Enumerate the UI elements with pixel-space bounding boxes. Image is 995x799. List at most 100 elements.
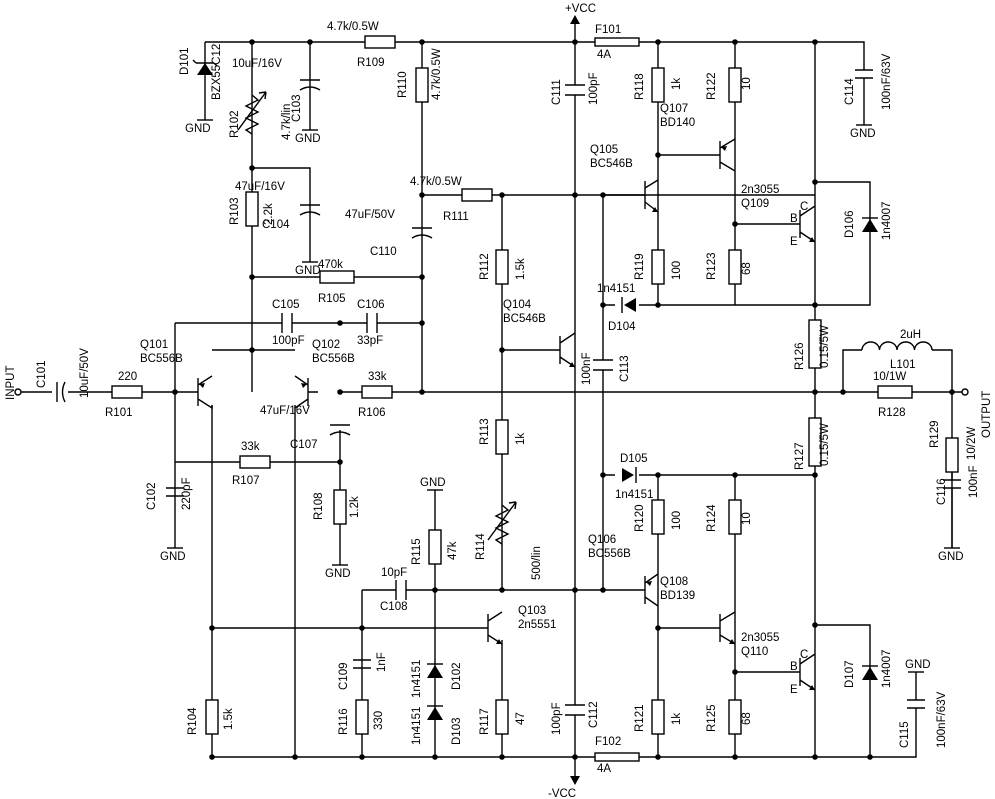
- pot-r114: [494, 504, 510, 545]
- svg-text:C112: C112: [588, 701, 600, 728]
- svg-text:68: 68: [741, 712, 753, 725]
- capacitor-c105: [281, 313, 293, 333]
- junction-dot: [600, 587, 606, 593]
- svg-text:C: C: [800, 649, 808, 661]
- svg-text:E: E: [790, 236, 798, 248]
- svg-text:R116: R116: [338, 708, 350, 735]
- resistor-r124: [728, 499, 742, 535]
- resistor-r116: [355, 699, 369, 735]
- capacitor-c110: [411, 227, 433, 239]
- resistor-r122: [728, 67, 742, 103]
- svg-text:B: B: [790, 661, 798, 673]
- wires: [18, 24, 965, 776]
- capacitor-c112: [565, 704, 585, 716]
- svg-text:100pF: 100pF: [551, 702, 563, 735]
- junction-dot: [655, 472, 661, 478]
- svg-text:100nF: 100nF: [968, 465, 980, 498]
- svg-text:1nF: 1nF: [376, 652, 388, 672]
- svg-text:100nF/63V: 100nF/63V: [881, 53, 893, 110]
- resistor-r105: [319, 270, 355, 284]
- svg-text:1n4151: 1n4151: [411, 707, 423, 745]
- resistor-r108: [333, 489, 347, 525]
- junction-dot: [307, 39, 313, 45]
- junction-dot: [499, 347, 505, 353]
- potentiometers: [237, 91, 517, 545]
- svg-text:C114: C114: [844, 78, 856, 105]
- svg-text:100nF/63V: 100nF/63V: [936, 691, 948, 748]
- svg-text:4A: 4A: [597, 49, 611, 61]
- diode-d106: [862, 219, 878, 232]
- resistor-r129: [945, 437, 959, 473]
- svg-text:R109: R109: [357, 57, 385, 69]
- resistor-r112: [495, 249, 509, 285]
- junction-dot: [949, 389, 955, 395]
- svg-text:R121: R121: [634, 705, 646, 733]
- svg-text:1k: 1k: [671, 78, 683, 90]
- svg-text:BD139: BD139: [660, 590, 695, 602]
- junction-dot: [572, 39, 578, 45]
- fuse-f102: [594, 752, 640, 762]
- junction-dot: [337, 389, 343, 395]
- svg-text:B: B: [790, 213, 798, 225]
- svg-text:470k: 470k: [318, 259, 343, 271]
- capacitor-c111: [565, 84, 585, 96]
- svg-text:220pF: 220pF: [181, 477, 193, 510]
- capacitor-c102: [166, 487, 184, 497]
- junction-dot: [209, 754, 215, 760]
- svg-text:220: 220: [118, 371, 137, 383]
- junction-dot: [655, 625, 661, 631]
- capacitor-c104: [299, 204, 321, 216]
- capacitor-c114: [855, 69, 873, 79]
- junction-dot: [812, 622, 818, 628]
- svg-text:C: C: [800, 201, 808, 213]
- svg-text:R124: R124: [706, 504, 718, 532]
- polarized-capacitors: [52, 79, 433, 436]
- svg-text:Q103: Q103: [518, 605, 546, 617]
- resistor-r117: [495, 699, 509, 735]
- fuse-f101: [594, 37, 640, 47]
- gnd-label: GND: [295, 265, 321, 277]
- svg-text:L101: L101: [890, 359, 916, 371]
- svg-text:1n4007: 1n4007: [881, 202, 893, 240]
- junction-dot: [499, 192, 505, 198]
- svg-text:C105: C105: [272, 299, 300, 311]
- junction-dot: [600, 302, 606, 308]
- junction-dot: [209, 625, 215, 631]
- capacitor-c103: [299, 79, 321, 91]
- resistor-r111: [461, 188, 493, 202]
- svg-text:R126: R126: [794, 343, 806, 371]
- junction-dot: [572, 587, 578, 593]
- resistor-r103: [245, 191, 259, 227]
- resistor-r101: [111, 385, 143, 399]
- resistor-r121: [651, 699, 665, 735]
- junction-dot: [812, 179, 818, 185]
- capacitors: [166, 41, 961, 758]
- junction-dot: [249, 347, 255, 353]
- svg-text:100: 100: [671, 511, 683, 530]
- vee-label: -VCC: [548, 788, 576, 799]
- junction-dot: [337, 459, 343, 465]
- svg-text:1.5k: 1.5k: [515, 258, 527, 280]
- svg-text:R128: R128: [878, 407, 906, 419]
- svg-text:R106: R106: [358, 407, 386, 419]
- svg-text:R113: R113: [479, 418, 491, 445]
- svg-text:D102: D102: [451, 663, 463, 691]
- svg-text:100pF: 100pF: [272, 335, 305, 347]
- capacitor-c109: [353, 659, 371, 669]
- svg-text:R105: R105: [318, 293, 346, 305]
- fuses: [594, 37, 640, 762]
- svg-text:R107: R107: [232, 475, 260, 487]
- svg-text:R117: R117: [479, 708, 491, 735]
- rail-arrows: [14, 15, 969, 785]
- gnd-label: GND: [185, 123, 211, 135]
- capacitor-c108: [395, 580, 407, 600]
- svg-text:Q110: Q110: [741, 646, 768, 658]
- svg-text:BC546B: BC546B: [503, 313, 546, 325]
- junction-dot: [812, 472, 818, 478]
- transistors: [190, 138, 816, 691]
- junction-dot: [812, 389, 818, 395]
- junction-dot: [419, 39, 425, 45]
- junction-dot: [432, 587, 438, 593]
- junction-dot: [840, 389, 846, 395]
